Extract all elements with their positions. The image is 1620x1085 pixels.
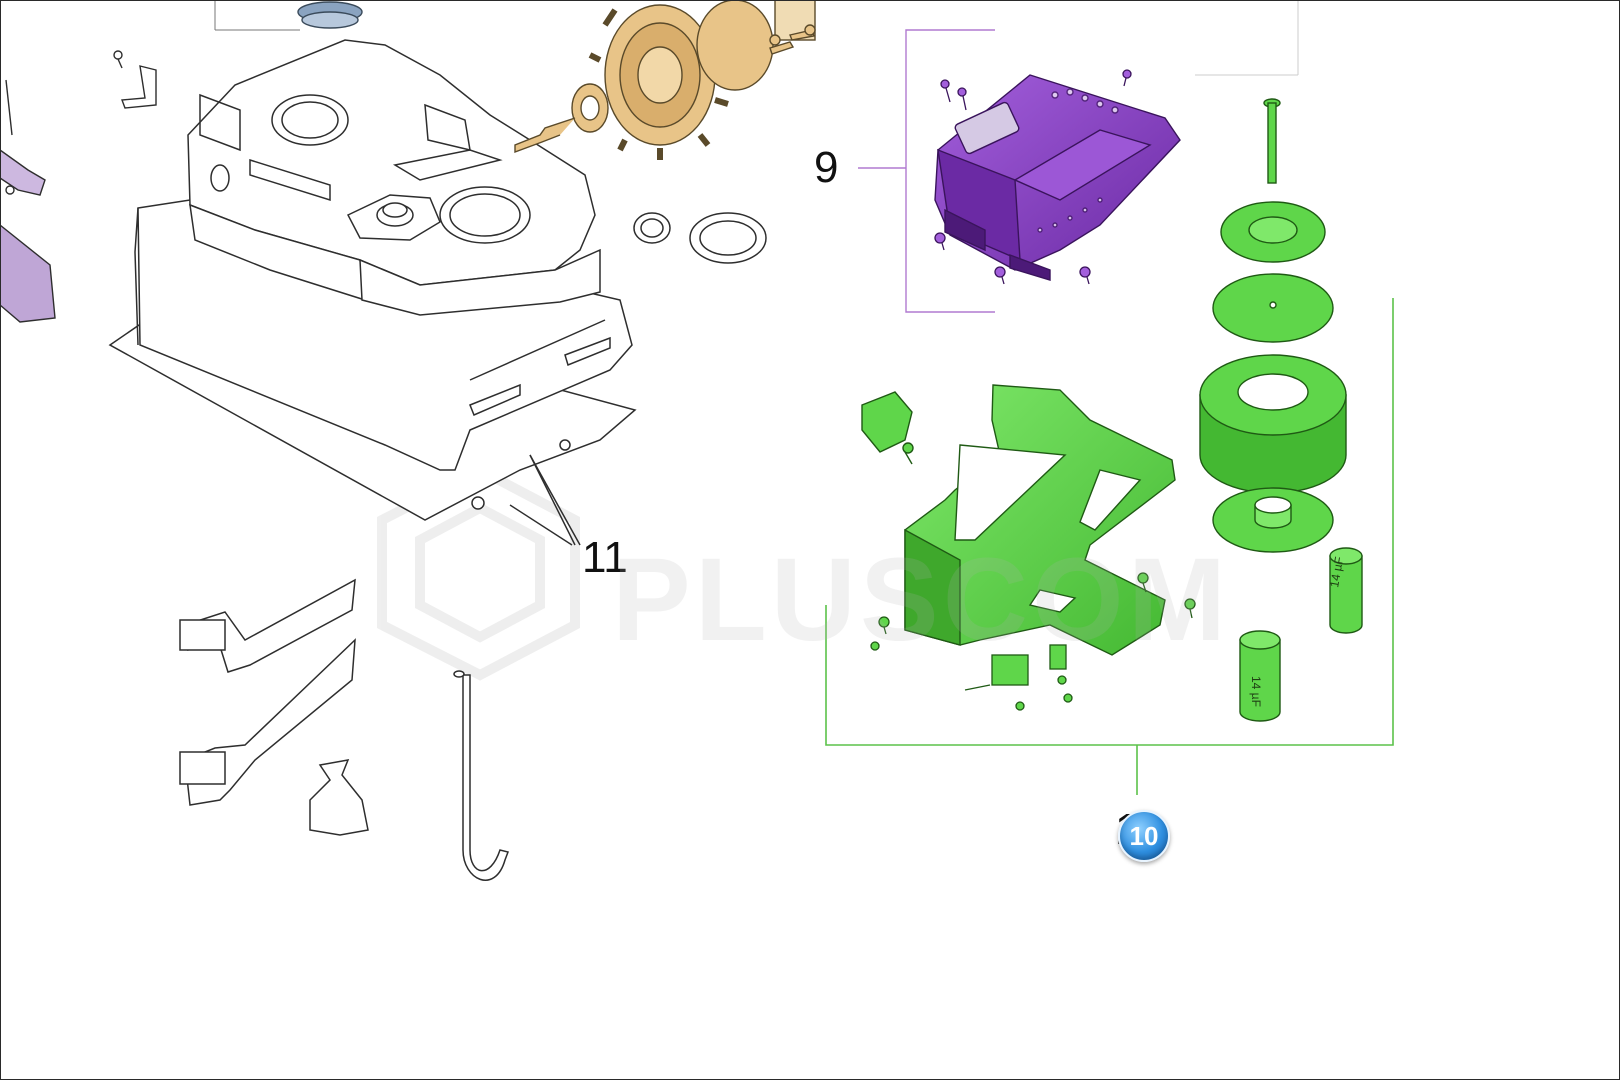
mounting-bracket [113, 50, 157, 109]
small-hardware [870, 572, 1196, 711]
motor-shaft-bolt [1263, 98, 1281, 184]
gearbox-housing [108, 39, 637, 546]
drive-gear [588, 0, 816, 160]
release-levers [179, 578, 356, 806]
release-rod [453, 670, 509, 881]
callout-label-11: 11 [582, 533, 628, 582]
leader-bracket-9 [858, 29, 995, 313]
motor-mount-plate [904, 384, 1176, 656]
spring-coil [297, 1, 363, 29]
capacitor-small-label: 14 µF [1249, 676, 1263, 707]
motor-stack [1199, 201, 1347, 553]
screws-top [769, 24, 816, 55]
capacitor-large-label: 14 µF [1327, 556, 1346, 589]
hotspot-label: 10 [1129, 820, 1159, 851]
terminal-cap [861, 391, 914, 465]
oil-seals [633, 212, 767, 264]
gear-bearing [514, 83, 609, 154]
side-clips [0, 79, 56, 323]
control-board-screws [934, 69, 1132, 285]
leader-bracket-10 [825, 298, 1394, 795]
part-10-hotspot-button[interactable]: 10 [1118, 810, 1170, 862]
release-key [309, 759, 369, 836]
callout-label-9: 9 [814, 143, 839, 192]
capacitor-small [1239, 630, 1281, 722]
capacitor-large [1329, 547, 1363, 634]
leader-line-11 [509, 504, 573, 546]
control-board [934, 74, 1181, 281]
